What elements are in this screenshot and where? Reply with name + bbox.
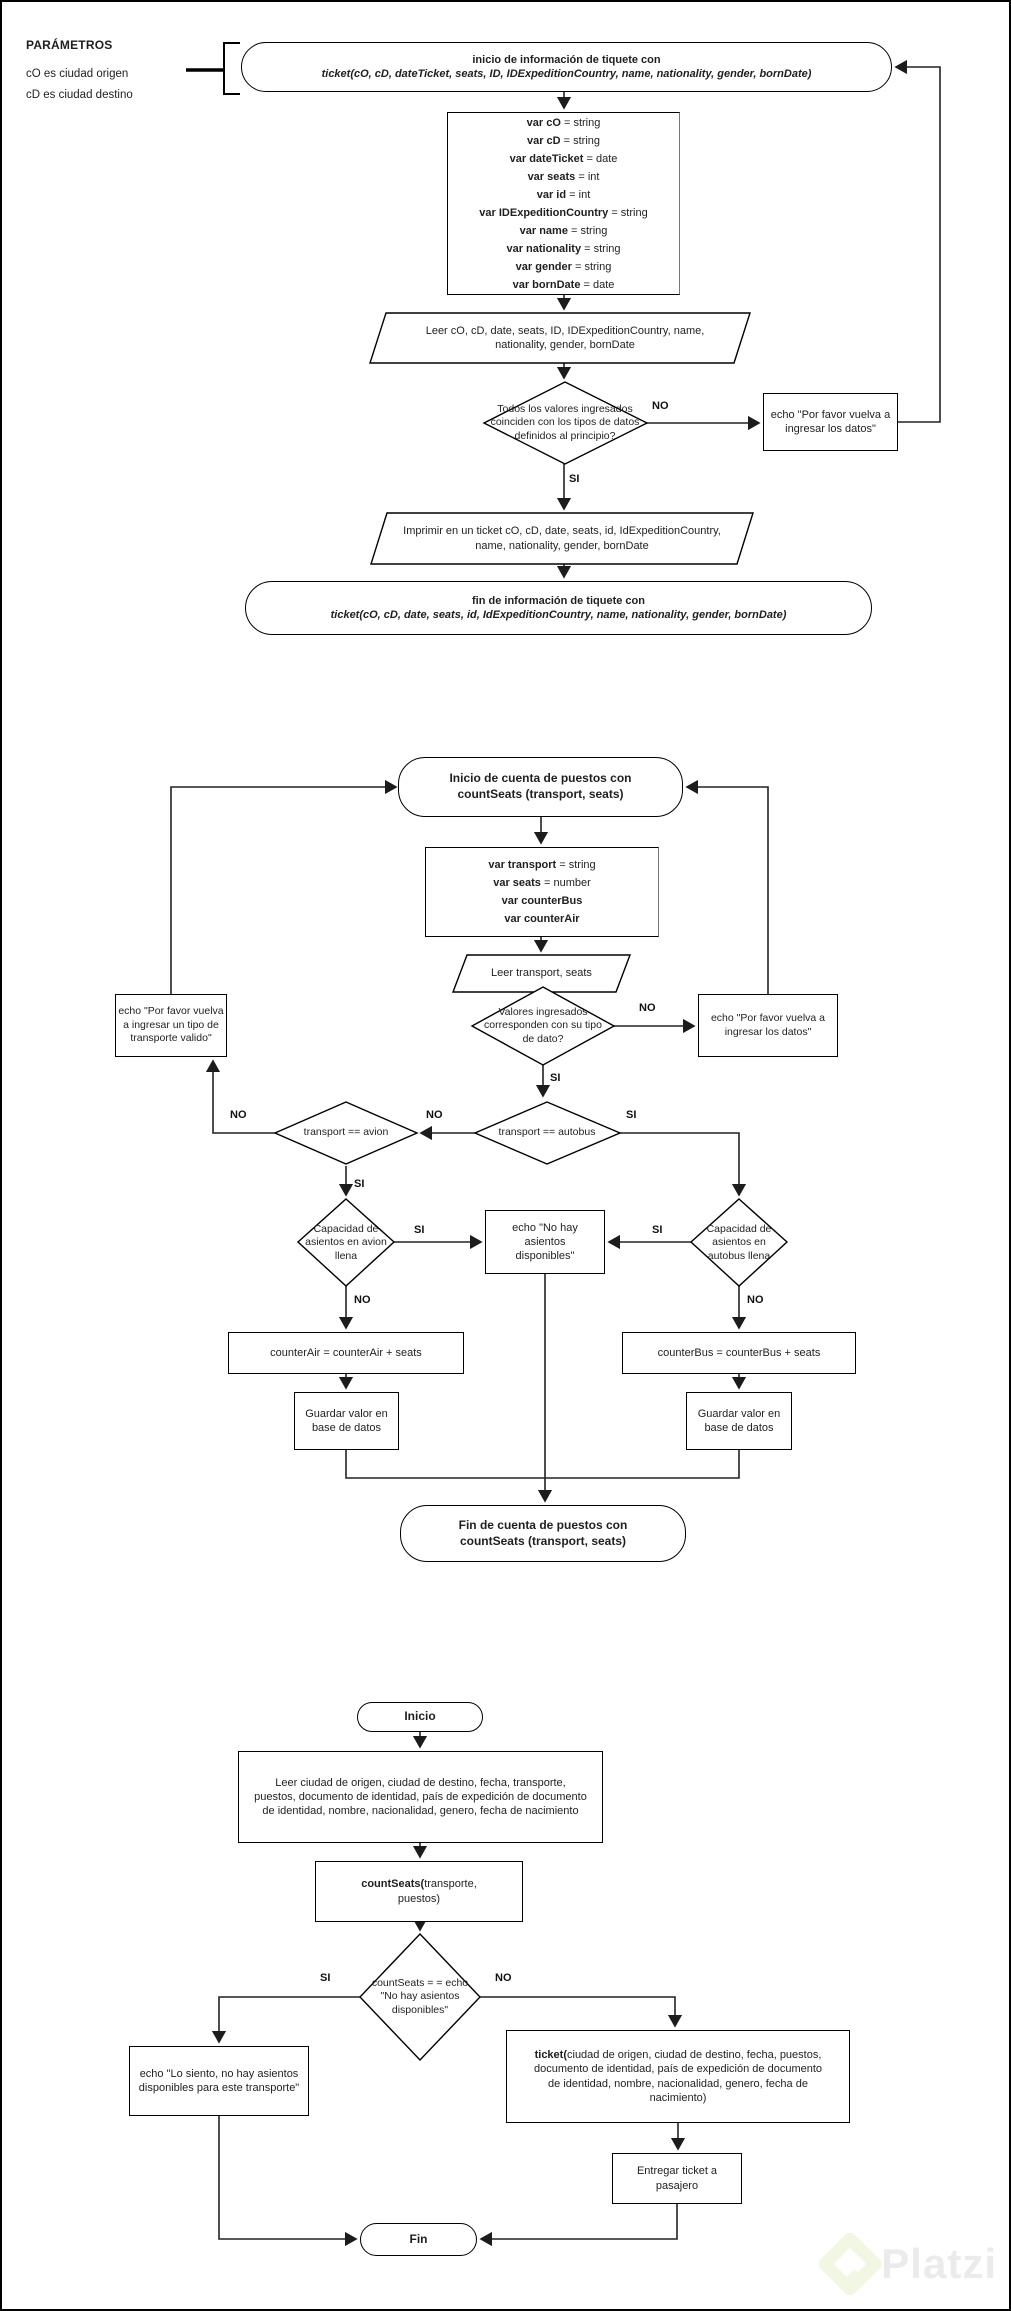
flow3-read-input: Leer ciudad de origen, ciudad de destino…: [238, 1751, 603, 1843]
flow3-no-label: NO: [495, 1972, 512, 1984]
flow1-end-line2: ticket(cO, cD, date, seats, id, IdExpedi…: [330, 609, 787, 621]
flow1-end-terminal: fin de información de tiquete con ticket…: [245, 581, 872, 635]
flow1-start-line2: ticket(cO, cD, dateTicket, seats, ID, ID…: [321, 68, 812, 80]
flow2-cap-autobus-no-label: NO: [747, 1294, 764, 1306]
flow3-connectors: [211, 1732, 686, 2247]
flow2-avion-no-label: NO: [230, 1109, 247, 1121]
flow3-echo-sorry: echo "Lo siento, no hay asientos disponi…: [129, 2046, 309, 2116]
flow2-avion-decision: transport == avion: [303, 1126, 389, 1139]
flow2-echo-no-seats: echo "No hay asientos disponibles": [485, 1210, 605, 1274]
flow3-call-ticket: ticket(ciudad de origen, ciudad de desti…: [506, 2030, 850, 2123]
parameters-note: PARÁMETROS cO es ciudad origen cD es ciu…: [26, 38, 133, 103]
flow2-assign-counterair: counterAir = counterAir + seats: [228, 1332, 464, 1374]
params-bracket: [186, 42, 240, 95]
parameter-line: cO es ciudad origen: [26, 68, 129, 81]
flow2-read-input: Leer transport, seats: [491, 967, 592, 980]
flow1-start-line1: inicio de información de tiquete con: [472, 53, 661, 66]
flow1-echo-retry: echo "Por favor vuelva a ingresar los da…: [763, 393, 898, 451]
flow1-print-output: Imprimir en un ticket cO, cD, date, seat…: [403, 525, 721, 552]
flow2-types-decision: Valores ingresados corresponden con su t…: [484, 1005, 602, 1045]
platzi-brand-text: Platzi: [881, 2240, 997, 2287]
flow1-si-label: SI: [569, 473, 580, 485]
flow1-read-input: Leer cO, cD, date, seats, ID, IDExpediti…: [425, 324, 705, 351]
flow1-start-terminal: inicio de información de tiquete con tic…: [241, 42, 892, 92]
flow1-connectors: [556, 59, 941, 579]
platzi-watermark: Platzi: [819, 2233, 997, 2295]
flow2-cap-autobus-decision: Capacidad de asientos en autobus llena: [706, 1222, 772, 1262]
flow1-end-line1: fin de información de tiquete con: [472, 594, 645, 607]
flow2-start-terminal: Inicio de cuenta de puestos con countSea…: [398, 757, 683, 817]
flow2-echo-transport-retry: echo "Por favor vuelva a ingresar un tip…: [115, 994, 227, 1057]
flow3-countseats-decision: countSeats = = echo "No hay asientos dis…: [371, 1976, 469, 2016]
flow2-autobus-no-label: NO: [426, 1109, 443, 1121]
flow2-cap-avion-decision: Capacidad de asientos en avion llena: [305, 1222, 387, 1262]
flow1-no-label: NO: [652, 400, 669, 412]
flow3-call-countseats: countSeats(transporte, puestos): [315, 1861, 523, 1922]
flow3-start-terminal: Inicio: [357, 1702, 483, 1732]
flow3-si-label: SI: [320, 1972, 331, 1984]
flow2-save-db-bus: Guardar valor en base de datos: [686, 1392, 792, 1450]
parameters-title: PARÁMETROS: [26, 38, 113, 52]
flow2-cap-avion-si-label: SI: [414, 1224, 425, 1236]
flow1-var-declarations: var cO = string var cD = string var date…: [447, 112, 680, 295]
decision-shapes: [273, 312, 789, 2062]
flow3-deliver-ticket: Entregar ticket a pasajero: [612, 2153, 742, 2204]
flow2-save-db-air: Guardar valor en base de datos: [294, 1392, 399, 1450]
flow2-echo-retry: echo "Por favor vuelva a ingresar los da…: [698, 994, 838, 1057]
flow2-avion-si-label: SI: [354, 1178, 365, 1190]
flow3-end-terminal: Fin: [360, 2223, 477, 2256]
flow2-end-terminal: Fin de cuenta de puestos con countSeats …: [400, 1505, 686, 1562]
flow2-connectors: [170, 779, 769, 1503]
flow1-validation-decision: Todos los valores ingresados coinciden c…: [490, 402, 640, 442]
flow2-cap-autobus-si-label: SI: [652, 1224, 663, 1236]
flow2-autobus-si-label: SI: [626, 1109, 637, 1121]
flow2-cap-avion-no-label: NO: [354, 1294, 371, 1306]
flow2-assign-counterbus: counterBus = counterBus + seats: [622, 1332, 856, 1374]
parameter-line: cD es ciudad destino: [26, 89, 133, 102]
flow2-var-declarations: var transport = string var seats = numbe…: [425, 847, 659, 937]
flow2-si-label: SI: [550, 1072, 561, 1084]
platzi-logo-icon: [819, 2233, 882, 2295]
flow2-no-label: NO: [639, 1002, 656, 1014]
flow2-autobus-decision: transport == autobus: [498, 1126, 596, 1139]
